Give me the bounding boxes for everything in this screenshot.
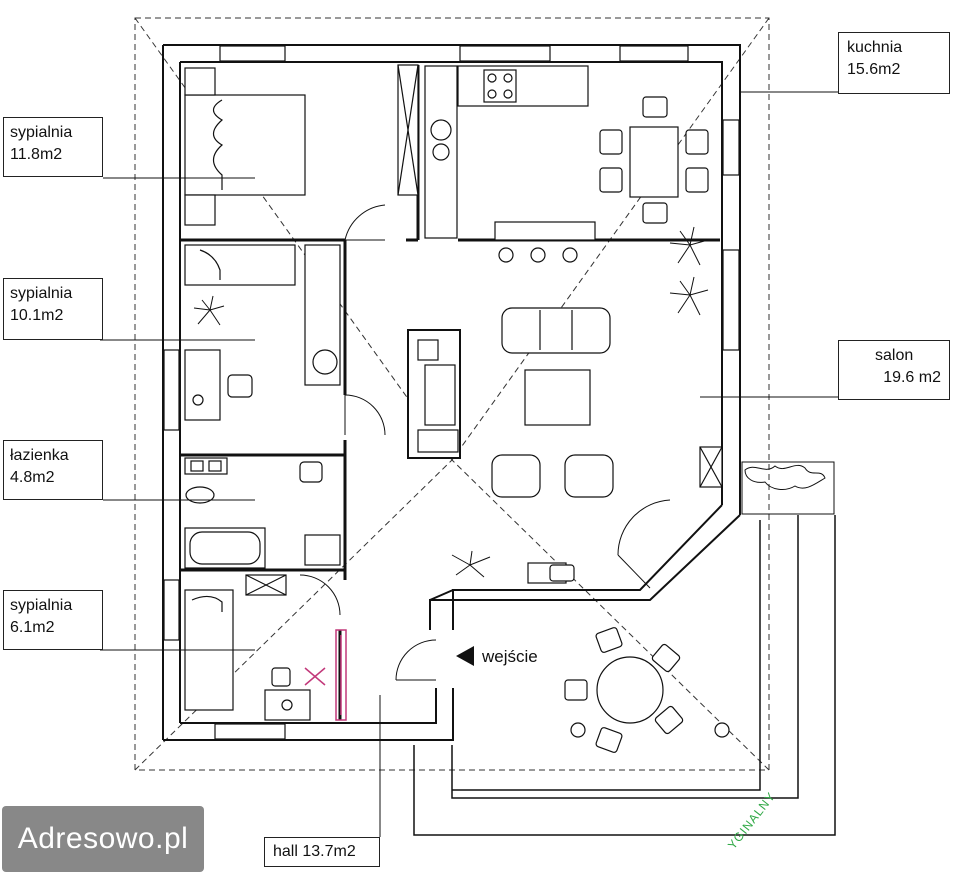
bedroom-2-furniture	[184, 244, 341, 421]
room-name: sypialnia	[10, 124, 73, 141]
room-label: hall 13.7m2	[273, 843, 356, 860]
entrance-label: wejście	[482, 647, 538, 666]
room-area: 11.8m2	[10, 146, 63, 163]
exterior-walls	[162, 44, 741, 741]
doors	[299, 204, 671, 681]
leader-lines	[100, 91, 838, 837]
label-lazienka: łazienka 4.8m2	[3, 440, 103, 500]
living-room-furniture	[407, 307, 723, 584]
bedroom-3-furniture	[184, 574, 311, 721]
label-salon: salon 19.6 m2	[838, 340, 950, 400]
room-name: sypialnia	[10, 597, 73, 614]
room-area: 4.8m2	[10, 469, 55, 486]
kitchen-furniture	[397, 64, 709, 263]
watermark-logo: Adresowo.pl	[2, 806, 204, 872]
label-sypialnia-2: sypialnia 10.1m2	[3, 278, 103, 340]
room-name: sypialnia	[10, 285, 73, 302]
room-area: 19.6 m2	[883, 369, 941, 386]
room-name: salon	[875, 347, 914, 364]
room-area: 15.6m2	[847, 61, 901, 78]
room-area: 6.1m2	[10, 619, 55, 636]
label-sypialnia-1: sypialnia 11.8m2	[3, 117, 103, 177]
entrance-arrow-icon	[456, 646, 474, 666]
terrace	[413, 515, 836, 836]
plants	[193, 226, 835, 578]
bathroom-fixtures	[184, 457, 341, 569]
label-kuchnia: kuchnia 15.6m2	[838, 32, 950, 94]
label-hall: hall 13.7m2	[264, 837, 380, 867]
bedroom-1-furniture	[184, 67, 306, 226]
label-sypialnia-3: sypialnia 6.1m2	[3, 590, 103, 650]
terrace-table-set	[564, 627, 730, 753]
room-name: kuchnia	[847, 39, 903, 56]
hall-wardrobe	[304, 629, 347, 721]
room-area: 10.1m2	[10, 307, 64, 324]
windows	[163, 45, 740, 740]
room-name: łazienka	[10, 447, 69, 464]
